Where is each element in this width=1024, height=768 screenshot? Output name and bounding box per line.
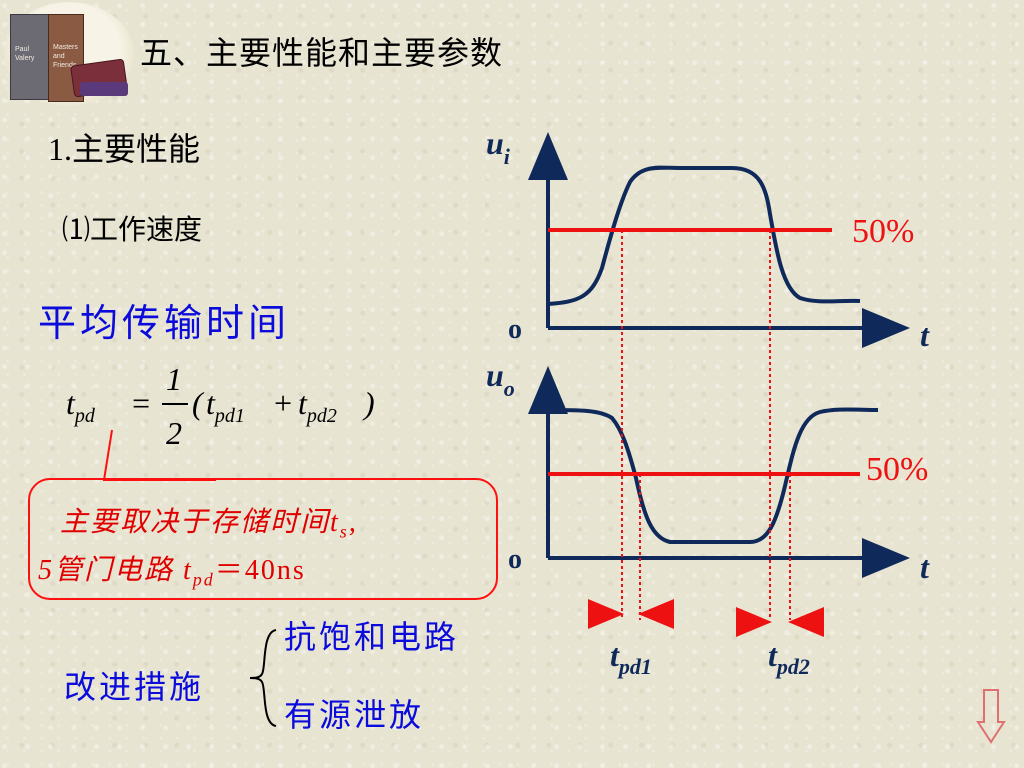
callout-text: 主要取决于存储时间 [60,507,331,538]
callout-eq: ＝ [214,555,245,586]
callout-sub: pd [192,569,215,590]
average-delay-label: 平均传输时间 [38,303,291,345]
tpd1-label: tpd1 [610,637,652,679]
callout-value: 40ns [244,555,306,586]
formula-numerator: 1 [166,362,182,397]
formula-lhs: tpd [66,385,96,427]
tpd2-label: tpd2 [768,637,810,679]
formula-paren-open: ( [192,385,205,421]
callout-line-2: 5管门电路 tpd＝40ns [38,548,306,591]
ui-label: ui [486,125,511,169]
output-threshold-label: 50% [866,451,928,488]
formula-term2: tpd2 [298,385,337,427]
logo-book-subtitle: Masters and Friends [53,44,78,69]
formula-term1: tpd1 [206,385,245,427]
uo-t-label: t [920,549,930,585]
waveform-diagram: 50% ui o t 50% uo o t tpd1 tpd2 [486,125,930,679]
formula-equals: = [130,385,152,421]
formula-paren-close: ) [362,385,375,421]
formula-svg: tpd = 1 2 ( tpd1 + tpd2 ) [66,361,375,451]
output-waveform [547,407,879,544]
slide-title: 五、主要性能和主要参数 [140,35,504,71]
improvement-label: 改进措施 [64,669,205,705]
logo-book [80,82,128,96]
formula-plus: + [272,385,294,421]
callout-sub: s [339,521,349,542]
improvement-item: 有源泄放 [284,697,425,733]
down-arrow-icon[interactable] [976,688,1006,744]
callout-line-1: 主要取决于存储时间ts, [60,500,358,543]
formula-denominator: 2 [166,415,182,451]
callout-var: t [183,555,193,586]
uo-label: uo [486,357,515,401]
brace-icon [249,629,277,727]
ui-origin-label: o [508,314,522,345]
logo-book: Paul Valery [10,14,50,100]
callout-punct: , [348,507,358,538]
improvement-item: 抗饱和电路 [284,619,460,655]
formula: tpd = 1 2 ( tpd1 + tpd2 ) [66,361,426,470]
uo-origin-label: o [508,544,522,575]
callout-var: t [330,507,340,538]
callout-text: 5管门电路 [38,555,184,586]
section-heading: 1.主要性能 [48,131,201,167]
input-waveform [547,165,861,306]
ui-t-label: t [920,317,930,353]
callout-box [28,478,498,600]
subsection-heading: ⑴工作速度 [62,215,203,246]
input-threshold-label: 50% [852,213,914,250]
callout-pointer [102,429,216,481]
logo-book-title: Paul Valery [15,46,35,62]
